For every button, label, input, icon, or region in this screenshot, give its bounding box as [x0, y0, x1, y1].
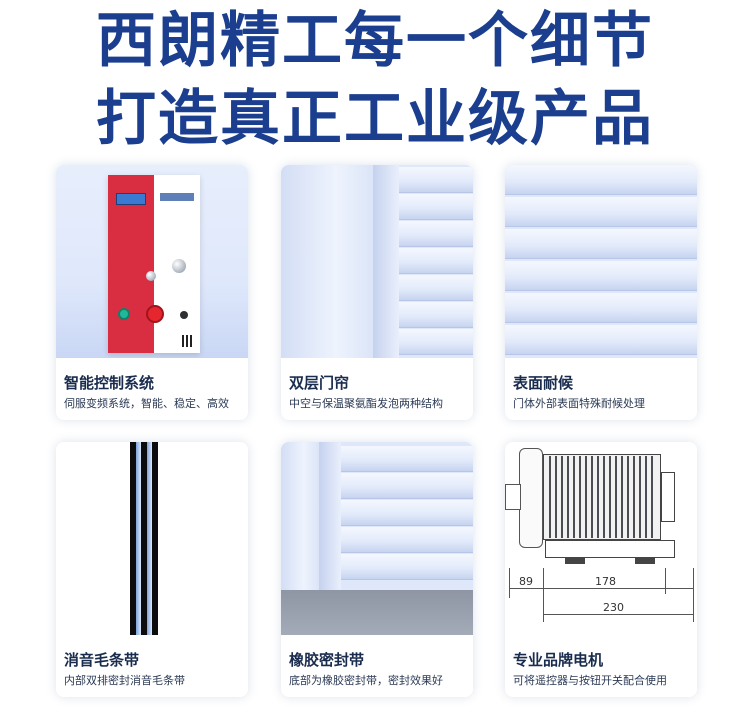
control-box — [108, 175, 200, 353]
card-description: 内部双排密封消音毛条带 — [64, 674, 185, 687]
floor — [281, 590, 473, 635]
card-title: 消音毛条带 — [64, 651, 140, 669]
dimension-label: 178 — [595, 575, 616, 588]
card-description: 门体外部表面特殊耐候处理 — [513, 397, 645, 410]
brush-strip-image — [56, 442, 248, 635]
brand-logo — [160, 193, 194, 201]
dimension-label: 230 — [603, 601, 624, 614]
curtain-image — [281, 165, 473, 358]
control-box-image — [56, 165, 248, 358]
card-description: 伺服变频系统，智能、稳定、高效 — [64, 397, 229, 410]
card-description: 中空与保温聚氨酯发泡两种结构 — [289, 397, 443, 410]
card-description: 底部为橡胶密封带，密封效果好 — [289, 674, 443, 687]
knob-icon — [172, 259, 186, 273]
card-title: 双层门帘 — [289, 374, 350, 392]
card-title: 表面耐候 — [513, 374, 574, 392]
feature-card-brand-motor: 89 178 230 专业品牌电机 可将遥控器与按钮开关配合使用 — [505, 442, 697, 697]
feature-card-weather-surface: 表面耐候 门体外部表面特殊耐候处理 — [505, 165, 697, 420]
black-button-icon — [180, 311, 188, 319]
rubber-seal-image — [281, 442, 473, 635]
feature-card-rubber-seal: 橡胶密封带 底部为橡胶密封带，密封效果好 — [281, 442, 473, 697]
headline-line-1: 西朗精工每一个细节 — [96, 6, 654, 76]
knob-small-icon — [146, 271, 156, 281]
card-title: 橡胶密封带 — [289, 651, 365, 669]
card-description: 可将遥控器与按钮开关配合使用 — [513, 674, 667, 687]
qr-code-icon — [182, 335, 194, 347]
dimension-label: 89 — [519, 575, 533, 588]
motor-base — [545, 540, 675, 558]
feature-card-brush-strip: 消音毛条带 内部双排密封消音毛条带 — [56, 442, 248, 697]
card-title: 专业品牌电机 — [513, 651, 604, 669]
green-button-icon — [118, 308, 130, 320]
surface-image — [505, 165, 697, 358]
headline-line-2: 打造真正工业级产品 — [96, 84, 654, 154]
motor-drawing: 89 178 230 — [505, 442, 697, 635]
feature-card-control-system: 智能控制系统 伺服变频系统，智能、稳定、高效 — [56, 165, 248, 420]
feature-card-double-curtain: 双层门帘 中空与保温聚氨酯发泡两种结构 — [281, 165, 473, 420]
red-button-icon — [146, 305, 164, 323]
lcd-display — [116, 193, 146, 205]
card-title: 智能控制系统 — [64, 374, 155, 392]
